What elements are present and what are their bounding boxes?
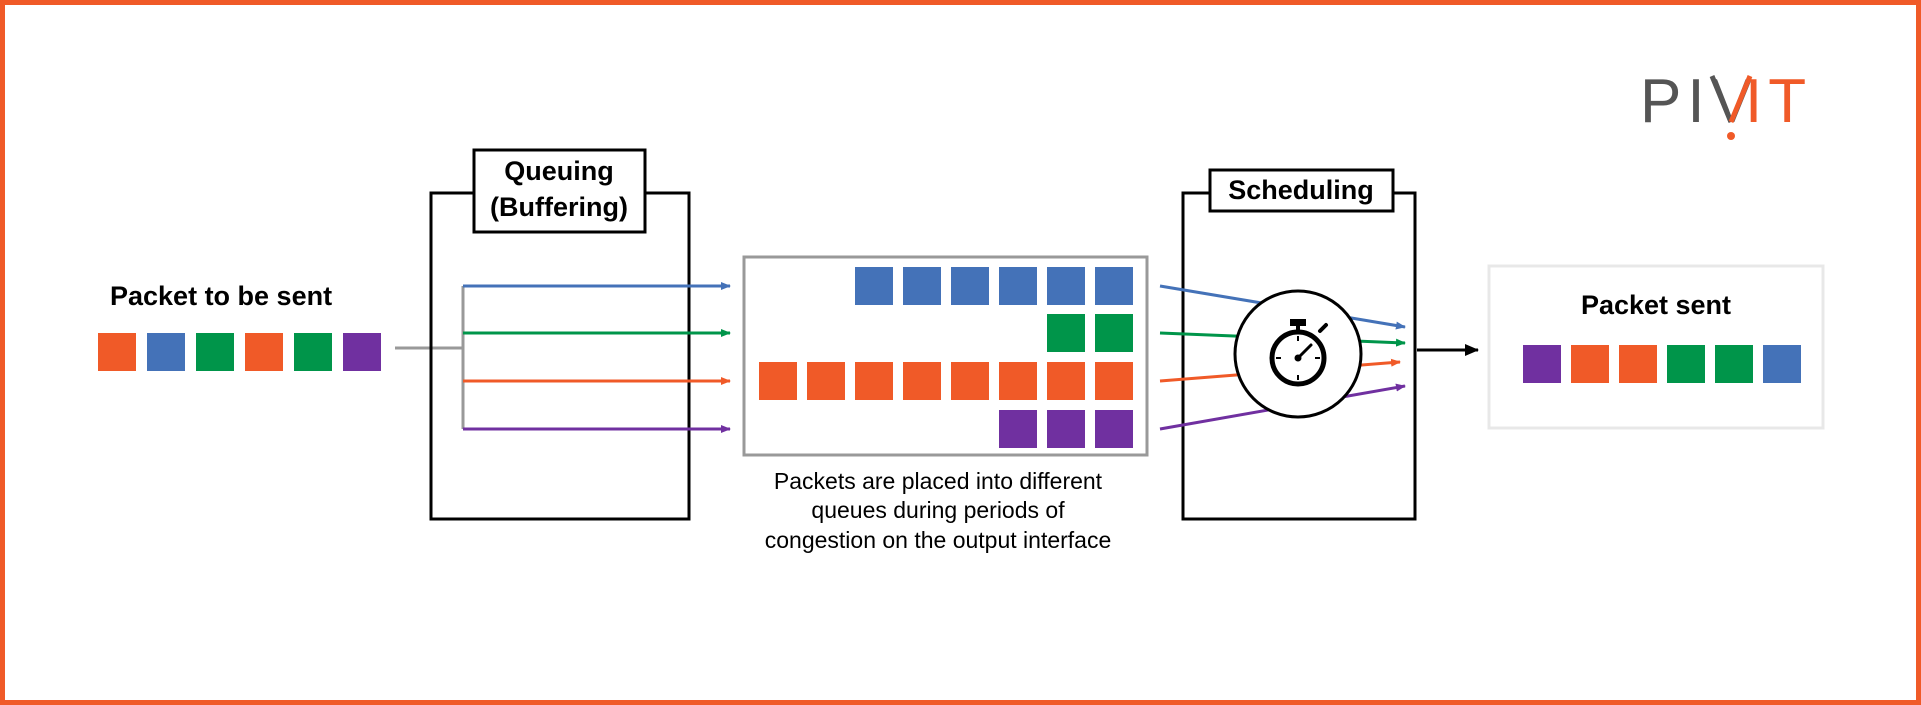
queued-packet-orange [951,362,989,400]
input-packet-orange [245,333,283,371]
queued-packet-orange [855,362,893,400]
queued-packet-purple [1095,410,1133,448]
output-packet-green [1715,345,1753,383]
caption-line3: congestion on the output interface [765,527,1112,553]
queued-packet-orange [999,362,1037,400]
output-label: Packet sent [1581,290,1731,320]
caption-line1: Packets are placed into different [774,468,1103,494]
pivit-logo: PIV IT [1640,67,1812,140]
logo-v-icon [1709,75,1734,123]
input-packet-orange [98,333,136,371]
queuing-title-box [472,148,647,234]
queued-packet-blue [903,267,941,305]
input-packet-green [294,333,332,371]
logo-text-left: PIV [1640,67,1758,136]
output-packet-orange [1571,345,1609,383]
output-packet-row [1523,345,1801,383]
stopwatch-icon [1233,289,1363,419]
input-packet-row [98,333,381,371]
queues-box [742,255,1149,457]
queued-packet-purple [999,410,1037,448]
queued-packet-blue [855,267,893,305]
queuing-box [429,191,691,521]
scheduling-title: Scheduling [1228,175,1374,205]
logo-dot-icon [1727,132,1735,140]
queuing-title-line2: (Buffering) [490,192,628,222]
scheduling-title-box [1208,168,1395,213]
output-packet-purple [1523,345,1561,383]
queued-packet-orange [1047,362,1085,400]
queued-packet-green [1047,314,1085,352]
queue-feed-arrows [463,282,731,433]
queued-packet-orange [807,362,845,400]
logo-text-right: IT [1745,67,1812,136]
input-packet-blue [147,333,185,371]
queued-packet-purple [1047,410,1085,448]
input-label: Packet to be sent [110,281,332,311]
output-packet-orange [1619,345,1657,383]
queued-packet-green [1095,314,1133,352]
queuing-title-line1: Queuing [504,156,614,186]
output-packet-blue [1763,345,1801,383]
queued-packet-blue [999,267,1037,305]
caption-line2: queues during periods of [811,497,1065,523]
queue-packets [759,267,1133,448]
output-packet-green [1667,345,1705,383]
input-packet-purple [343,333,381,371]
logo-v-accent-icon [1728,75,1753,123]
queued-packet-orange [759,362,797,400]
queued-packet-blue [1047,267,1085,305]
queued-packet-blue [951,267,989,305]
queued-packet-orange [1095,362,1133,400]
input-packet-green [196,333,234,371]
queued-packet-orange [903,362,941,400]
queued-packet-blue [1095,267,1133,305]
